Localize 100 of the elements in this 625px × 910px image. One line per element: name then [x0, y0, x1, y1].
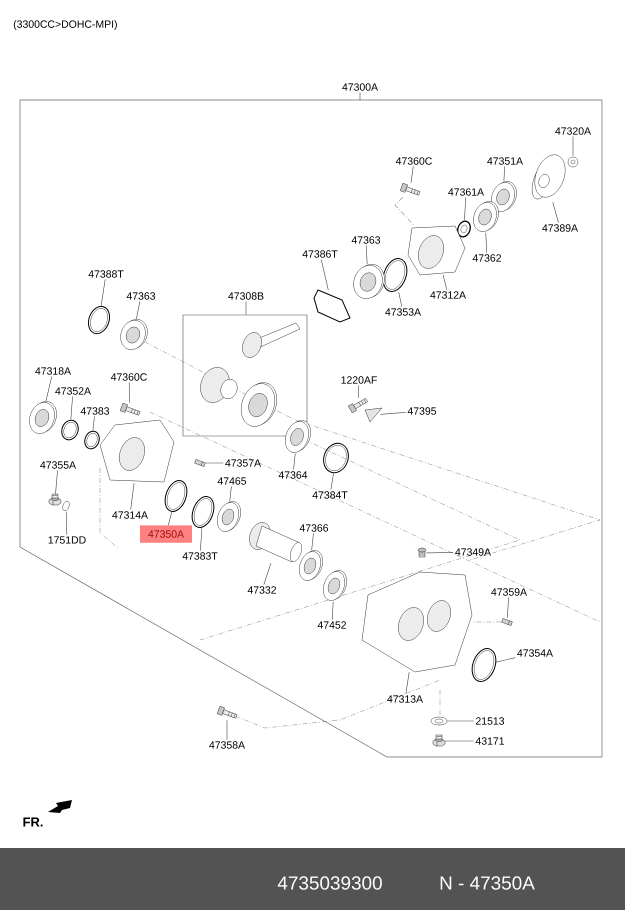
callout-number: 47384T	[312, 491, 348, 499]
callout-number: 47383T	[182, 552, 218, 560]
leader-line	[552, 202, 559, 223]
seal-drawing	[120, 319, 148, 350]
leader-line	[358, 385, 360, 398]
leader-line	[320, 259, 329, 290]
leader-line	[136, 301, 140, 320]
callout-number: 47354A	[517, 649, 553, 657]
leader-line	[506, 597, 509, 618]
callout-number: 47465	[218, 477, 246, 485]
leader-line	[444, 740, 474, 742]
part-number: N - 47350A	[440, 876, 535, 890]
housing-drawing	[408, 226, 466, 276]
callout-number: 47318A	[35, 367, 71, 375]
leader-line	[366, 245, 368, 264]
callout-number: 47388T	[88, 270, 124, 278]
seal-drawing	[353, 264, 385, 299]
callout-number: 47360C	[110, 373, 147, 381]
leader-line	[92, 416, 95, 431]
bolt-drawing	[216, 706, 238, 718]
callout-number: 47308B	[228, 292, 264, 300]
seal-drawing	[285, 420, 311, 453]
callout-number: 47386T	[302, 250, 338, 258]
flange-drawing	[532, 154, 566, 200]
seal-drawing	[323, 570, 347, 601]
leader-line	[128, 382, 130, 404]
callout-number: 47359A	[491, 588, 527, 596]
callout-number: 47353A	[385, 308, 421, 316]
leader-line	[130, 482, 134, 510]
callout-number: 47351A	[487, 157, 523, 165]
header-text: (3300CC>DOHC-MPI)	[14, 20, 117, 30]
bolt-drawing	[400, 182, 420, 196]
housing-drawing	[100, 420, 174, 482]
direction-label: FR.	[23, 818, 43, 826]
leader-line	[380, 412, 406, 415]
leader-line	[264, 562, 272, 585]
callout-number: 47362	[472, 254, 501, 262]
seal-drawing	[491, 181, 517, 212]
bolt-drawing	[120, 402, 140, 416]
o-ring-drawing	[382, 258, 408, 292]
highlighted-callout: 47350A	[140, 525, 192, 543]
gear-set-box	[182, 314, 308, 436]
leader-line	[70, 396, 73, 420]
callout-number: 47349A	[455, 548, 491, 556]
callout-number: 21513	[476, 717, 504, 725]
callout-number: 47383	[80, 407, 110, 415]
plug-drawing	[48, 494, 62, 506]
callout-number: 1751DD	[48, 536, 86, 544]
leader-line	[100, 279, 106, 306]
callout-number: 47320A	[555, 127, 591, 135]
washer-drawing	[62, 501, 70, 511]
leader-line	[504, 166, 505, 182]
callout-number: 47357A	[225, 459, 261, 467]
callout-number: 43171	[476, 737, 504, 745]
leader-line	[226, 720, 228, 740]
callout-number: 47300A	[342, 83, 378, 91]
spring-drawing	[457, 220, 471, 238]
leader-line	[200, 528, 202, 551]
o-ring-drawing	[192, 496, 214, 528]
o-ring-drawing	[61, 420, 79, 440]
leader-line	[55, 470, 58, 495]
leader-line	[410, 166, 414, 184]
callout-number: 47361A	[448, 188, 484, 196]
callout-number: 47332	[248, 586, 276, 594]
callout-number: 47363	[352, 236, 380, 244]
washer-drawing	[430, 716, 448, 726]
callout-number: 47314A	[112, 511, 148, 519]
housing-drawing	[362, 572, 472, 672]
leader-line	[446, 720, 474, 722]
callout-number: 47358A	[209, 741, 245, 749]
leader-line	[496, 657, 516, 662]
callout-number: 47366	[300, 524, 328, 532]
o-ring-drawing	[472, 648, 496, 682]
callout-number: 47360C	[396, 157, 432, 165]
callout-number: 47364	[278, 471, 308, 479]
callout-number: 47352A	[55, 387, 91, 395]
leader-line	[46, 376, 52, 402]
part-number: 4735039300	[278, 876, 382, 890]
breather-drawing	[418, 548, 426, 558]
o-ring-drawing	[164, 480, 188, 512]
bracket-drawing	[364, 408, 382, 422]
leader-line	[332, 601, 334, 620]
nut-drawing	[568, 156, 578, 168]
seal-drawing	[217, 501, 241, 532]
callout-number: 47313A	[387, 695, 423, 703]
leader-line	[229, 486, 232, 502]
plug-drawing	[432, 734, 446, 746]
leader-line	[464, 197, 466, 220]
seal-drawing	[473, 201, 499, 232]
leader-line	[406, 672, 410, 694]
o-ring-drawing	[323, 442, 349, 474]
frame-outline	[20, 100, 602, 758]
assembly-line	[394, 196, 414, 226]
callout-number: 47355A	[40, 461, 76, 469]
callout-number: 47363	[126, 292, 156, 300]
seal-drawing	[29, 401, 57, 434]
o-ring-drawing	[84, 430, 100, 450]
callout-number: 47452	[318, 621, 346, 629]
callout-number: 47312A	[430, 291, 466, 299]
leader-line	[426, 552, 454, 554]
